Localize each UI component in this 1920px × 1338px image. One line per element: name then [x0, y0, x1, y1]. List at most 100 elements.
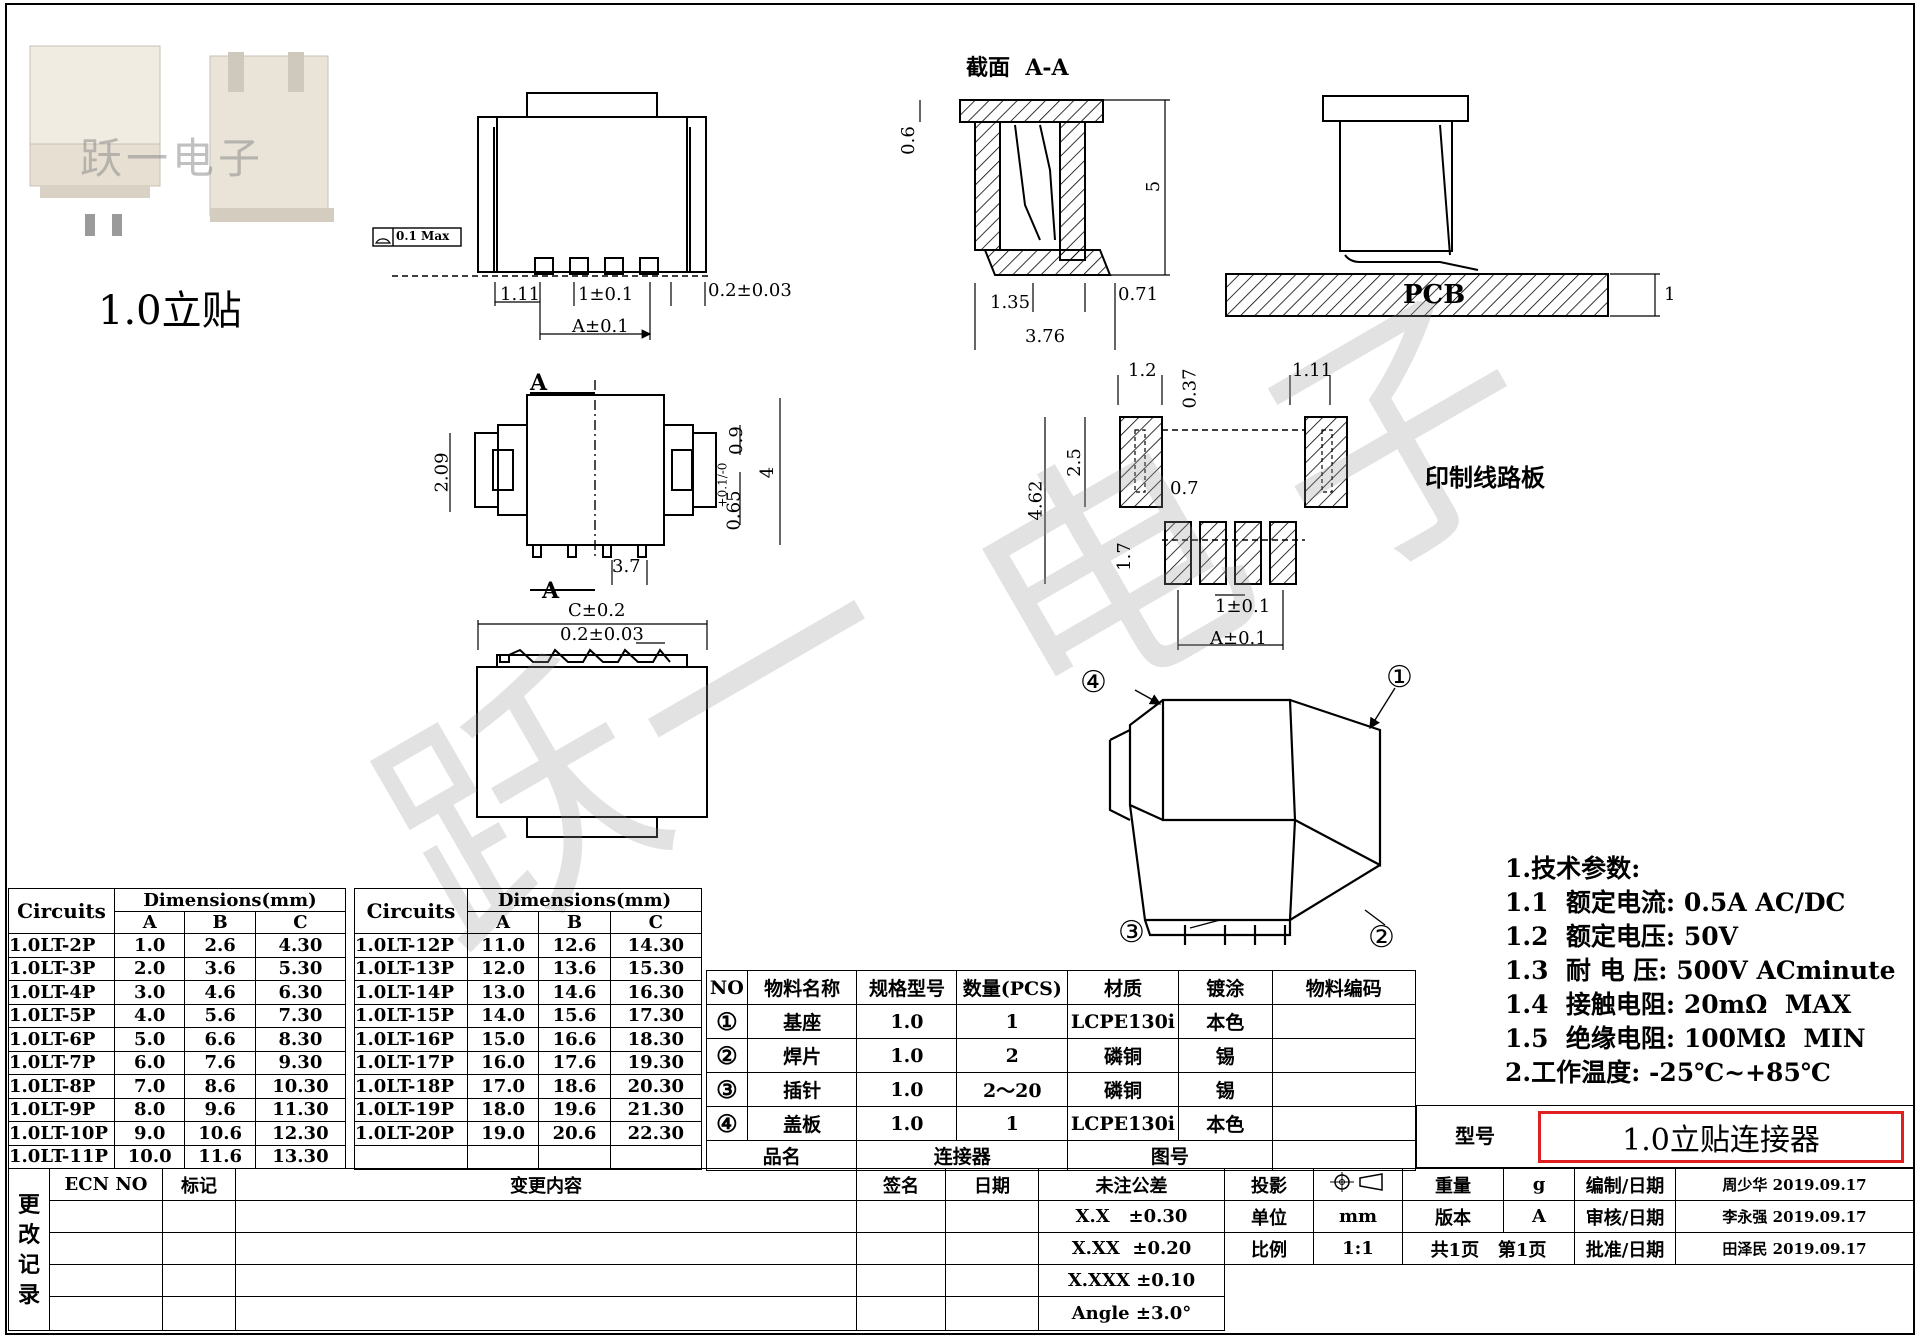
- header-c: C: [609, 911, 703, 934]
- change-record-label: 更改记录: [8, 1168, 50, 1331]
- bom-cell: [1271, 1004, 1417, 1039]
- dim-a-cell: 1.0: [113, 933, 186, 958]
- dim-c-cell: 16.30: [609, 980, 703, 1005]
- pcb-footprint-title: 印制线路板: [1425, 463, 1545, 492]
- dim-b-cell: 13.6: [538, 956, 611, 981]
- dim-c-cell: 4.30: [254, 933, 347, 958]
- dim-a-cell: 10.0: [113, 1144, 186, 1169]
- checked-label: 审核/日期: [1574, 1200, 1676, 1233]
- bom-header-cell: 镀涂: [1177, 970, 1273, 1005]
- callout-2: ②: [1368, 920, 1395, 955]
- bom-cell: 1.0: [856, 1038, 958, 1073]
- dim-b-cell: 10.6: [184, 1121, 256, 1146]
- dim-a-cell: 2.0: [113, 956, 186, 981]
- bom-header-cell: NO: [706, 970, 748, 1005]
- bom-cell: 焊片: [746, 1038, 858, 1073]
- dim-c-cell: 7.30: [254, 1003, 347, 1028]
- dim-c-cell: 8.30: [254, 1027, 347, 1052]
- model-row-border: [1416, 1105, 1914, 1168]
- tolerance-title: 未注公差: [1038, 1168, 1225, 1201]
- bom-cell: 本色: [1177, 1004, 1273, 1039]
- bom-header-cell: 物料编码: [1271, 970, 1417, 1005]
- tolerance-line: X.XX ±0.20: [1038, 1232, 1225, 1265]
- pcb-side-view: [1225, 95, 1660, 317]
- dim-c-cell: 20.30: [609, 1074, 703, 1099]
- side-view: [476, 620, 708, 838]
- checked-value: 李永强 2019.09.17: [1675, 1200, 1914, 1233]
- section-view: [919, 99, 1170, 350]
- dim-c-cell: 15.30: [609, 956, 703, 981]
- bom-cell: ④: [706, 1106, 748, 1141]
- header-dimensions: Dimensions(mm): [467, 888, 702, 912]
- section-marker-top: A: [530, 370, 548, 396]
- dim-1-tol: 1±0.1: [578, 284, 634, 305]
- dim-b-cell: 6.6: [184, 1027, 256, 1052]
- tolerance-line: Angle ±3.0°: [1038, 1296, 1225, 1331]
- dim-b-cell: 2.6: [184, 933, 256, 958]
- bom-cell: 1.0: [856, 1072, 958, 1107]
- dim-c-cell: 5.30: [254, 956, 347, 981]
- bom-cell: 盖板: [746, 1106, 858, 1141]
- bom-cell: 2: [956, 1038, 1069, 1073]
- dim-c-cell: 21.30: [609, 1097, 703, 1122]
- signature-header: 签名: [856, 1168, 946, 1201]
- drawn-value: 周少华 2019.09.17: [1675, 1168, 1914, 1201]
- dim-c-cell: 14.30: [609, 933, 703, 958]
- circuit-cell: 1.0LT-17P: [354, 1050, 468, 1075]
- flatness-value: 0.1 Max: [396, 229, 450, 243]
- bom-cell: 1.0: [856, 1106, 958, 1141]
- circuit-cell: 1.0LT-7P: [8, 1050, 115, 1075]
- dim-b-cell: 8.6: [184, 1074, 256, 1099]
- dim-a-cell: 12.0: [466, 956, 540, 981]
- dim-a-cell: 18.0: [466, 1097, 540, 1122]
- pcb-label: PCB: [1403, 280, 1466, 310]
- bom-cell: [1271, 1038, 1417, 1073]
- dim-pcb-thickness: 1: [1664, 284, 1676, 305]
- bom-cell: 锡: [1177, 1072, 1273, 1107]
- approved-label: 批准/日期: [1574, 1232, 1676, 1265]
- circuit-cell: 1.0LT-16P: [354, 1027, 468, 1052]
- dim-b-cell: 18.6: [538, 1074, 611, 1099]
- dim-a-cell: 17.0: [466, 1074, 540, 1099]
- circuit-cell: 1.0LT-15P: [354, 1003, 468, 1028]
- version-value: A: [1503, 1200, 1575, 1233]
- bom-cell: 1: [956, 1106, 1069, 1141]
- dim-c-cell: 17.30: [609, 1003, 703, 1028]
- product-name-label: 品名: [705, 1140, 858, 1171]
- dim-c-cell: 18.30: [609, 1027, 703, 1052]
- callout-4: ④: [1080, 665, 1107, 700]
- mark-header: 标记: [162, 1168, 236, 1201]
- dim-c-cell: 10.30: [254, 1074, 347, 1099]
- dim-c-tol: C±0.2: [568, 600, 626, 621]
- bom-cell: LCPE130i: [1067, 1004, 1179, 1039]
- dim-4: 4: [757, 466, 779, 479]
- bom-cell: ③: [706, 1072, 748, 1107]
- bom-cell: [1271, 1106, 1417, 1141]
- dim-a-cell: 13.0: [466, 980, 540, 1005]
- dim-c-cell: 11.30: [254, 1097, 347, 1122]
- dim-b-cell: 20.6: [538, 1121, 611, 1146]
- dim-0-65-tolerance: +0.1/-0: [715, 462, 730, 508]
- bom-cell: ②: [706, 1038, 748, 1073]
- drawing-no-label: 图号: [1067, 1140, 1273, 1171]
- unit-label: 单位: [1224, 1200, 1314, 1233]
- dim-a-cell: 15.0: [466, 1027, 540, 1052]
- header-b: B: [184, 911, 256, 934]
- bom-cell: ①: [706, 1004, 748, 1039]
- page-count: 共1页 第1页: [1402, 1232, 1575, 1265]
- photo-caption: 1.0立贴: [98, 288, 242, 334]
- dim-a-tol: A±0.1: [572, 316, 629, 337]
- spec-line: 1.4 接触电阻: 20mΩ MAX: [1505, 990, 1852, 1019]
- circuit-cell: 1.0LT-9P: [8, 1097, 115, 1122]
